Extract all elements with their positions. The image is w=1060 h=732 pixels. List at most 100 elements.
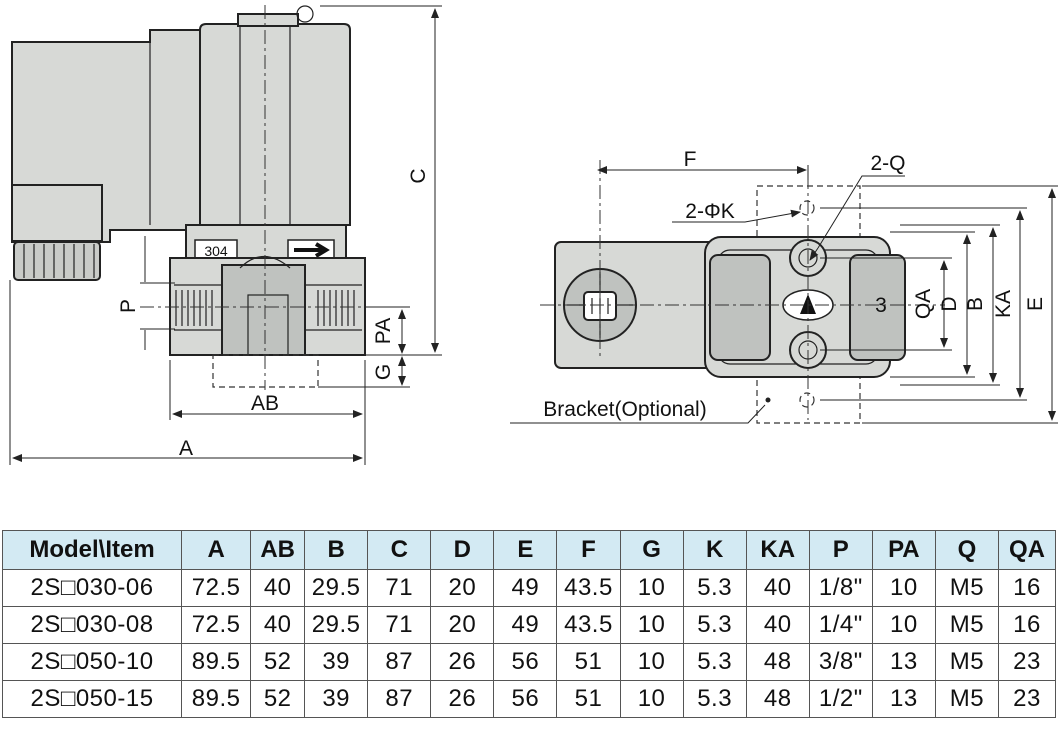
- value-cell: 87: [367, 643, 432, 681]
- value-cell: 23: [997, 643, 1057, 681]
- value-cell: 13: [871, 680, 936, 718]
- column-header: E: [493, 530, 558, 570]
- value-cell: M5: [934, 680, 999, 718]
- value-cell: 40: [250, 569, 306, 607]
- value-cell: 48: [745, 643, 810, 681]
- dim-b-label: B: [964, 297, 987, 311]
- column-header: QA: [997, 530, 1057, 570]
- model-cell: 2S□050-15: [1, 680, 183, 718]
- column-header: F: [556, 530, 621, 570]
- dim-pa-label: PA: [372, 318, 395, 344]
- value-cell: 10: [619, 606, 684, 644]
- value-cell: 5.3: [682, 643, 747, 681]
- value-cell: 39: [304, 680, 369, 718]
- cable-gland: [11, 184, 103, 281]
- material-plate-text: 304: [204, 243, 228, 259]
- column-header: AB: [250, 530, 306, 570]
- value-cell: 1/2": [808, 680, 873, 718]
- value-cell: 10: [871, 569, 936, 607]
- column-header: C: [367, 530, 432, 570]
- dim-2k-label: 2-ΦK: [685, 200, 734, 223]
- value-cell: 56: [493, 643, 558, 681]
- column-header: PA: [871, 530, 936, 570]
- value-cell: 71: [367, 569, 432, 607]
- value-cell: 49: [493, 569, 558, 607]
- column-header: Q: [934, 530, 999, 570]
- dim-d-label: D: [938, 296, 961, 311]
- column-header: G: [619, 530, 684, 570]
- column-header: B: [304, 530, 369, 570]
- value-cell: 52: [250, 643, 306, 681]
- coil: [199, 23, 351, 226]
- column-header: K: [682, 530, 747, 570]
- top-nut: [237, 13, 299, 27]
- value-cell: 29.5: [304, 606, 369, 644]
- value-cell: 1/8": [808, 569, 873, 607]
- model-cell: 2S□030-06: [1, 569, 183, 607]
- column-header: Model\Item: [1, 530, 183, 570]
- value-cell: 16: [997, 569, 1057, 607]
- value-cell: 39: [304, 643, 369, 681]
- value-cell: 87: [367, 680, 432, 718]
- dim-p-label: P: [117, 299, 140, 313]
- value-cell: 51: [556, 680, 621, 718]
- value-cell: M5: [934, 606, 999, 644]
- value-cell: 5.3: [682, 569, 747, 607]
- value-cell: 10: [619, 643, 684, 681]
- model-cell: 2S□030-08: [1, 606, 183, 644]
- front-view: 304 P PA G C AB: [9, 5, 442, 465]
- value-cell: 1/4": [808, 606, 873, 644]
- dim-c-label: C: [407, 168, 430, 183]
- dim-2q-label: 2-Q: [870, 152, 905, 175]
- value-cell: 3/8": [808, 643, 873, 681]
- value-cell: 13: [871, 643, 936, 681]
- value-cell: 49: [493, 606, 558, 644]
- port-number-label: 3: [875, 294, 887, 317]
- valve-dimension-drawing: 304 P PA G C AB: [9, 5, 1058, 465]
- value-cell: 16: [997, 606, 1057, 644]
- value-cell: 40: [745, 606, 810, 644]
- column-header: A: [181, 530, 252, 570]
- value-cell: 43.5: [556, 569, 621, 607]
- value-cell: 10: [619, 680, 684, 718]
- value-cell: 72.5: [181, 569, 252, 607]
- value-cell: 10: [619, 569, 684, 607]
- dim-g-label: G: [372, 364, 395, 380]
- dim-ab-label: AB: [251, 392, 279, 415]
- value-cell: 26: [430, 680, 495, 718]
- flow-arrow-icon: [294, 242, 330, 258]
- value-cell: 40: [745, 569, 810, 607]
- value-cell: 71: [367, 606, 432, 644]
- value-cell: 72.5: [181, 606, 252, 644]
- dim-f-label: F: [684, 148, 697, 171]
- value-cell: 89.5: [181, 643, 252, 681]
- model-cell: 2S□050-10: [1, 643, 183, 681]
- dim-a-label: A: [179, 437, 193, 460]
- value-cell: 51: [556, 643, 621, 681]
- column-header: P: [808, 530, 873, 570]
- value-cell: 20: [430, 569, 495, 607]
- value-cell: 20: [430, 606, 495, 644]
- value-cell: 48: [745, 680, 810, 718]
- dim-ka-label: KA: [992, 290, 1015, 318]
- dim-qa-label: QA: [912, 289, 935, 319]
- value-cell: 29.5: [304, 569, 369, 607]
- value-cell: M5: [934, 643, 999, 681]
- value-cell: 56: [493, 680, 558, 718]
- value-cell: 10: [871, 606, 936, 644]
- value-cell: 40: [250, 606, 306, 644]
- value-cell: 89.5: [181, 680, 252, 718]
- value-cell: M5: [934, 569, 999, 607]
- value-cell: 5.3: [682, 680, 747, 718]
- column-header: D: [430, 530, 495, 570]
- value-cell: 43.5: [556, 606, 621, 644]
- value-cell: 5.3: [682, 606, 747, 644]
- value-cell: 52: [250, 680, 306, 718]
- top-view: 3 F 2-Q 2-ΦK Bracket(Optional) QA D B KA: [510, 148, 1058, 424]
